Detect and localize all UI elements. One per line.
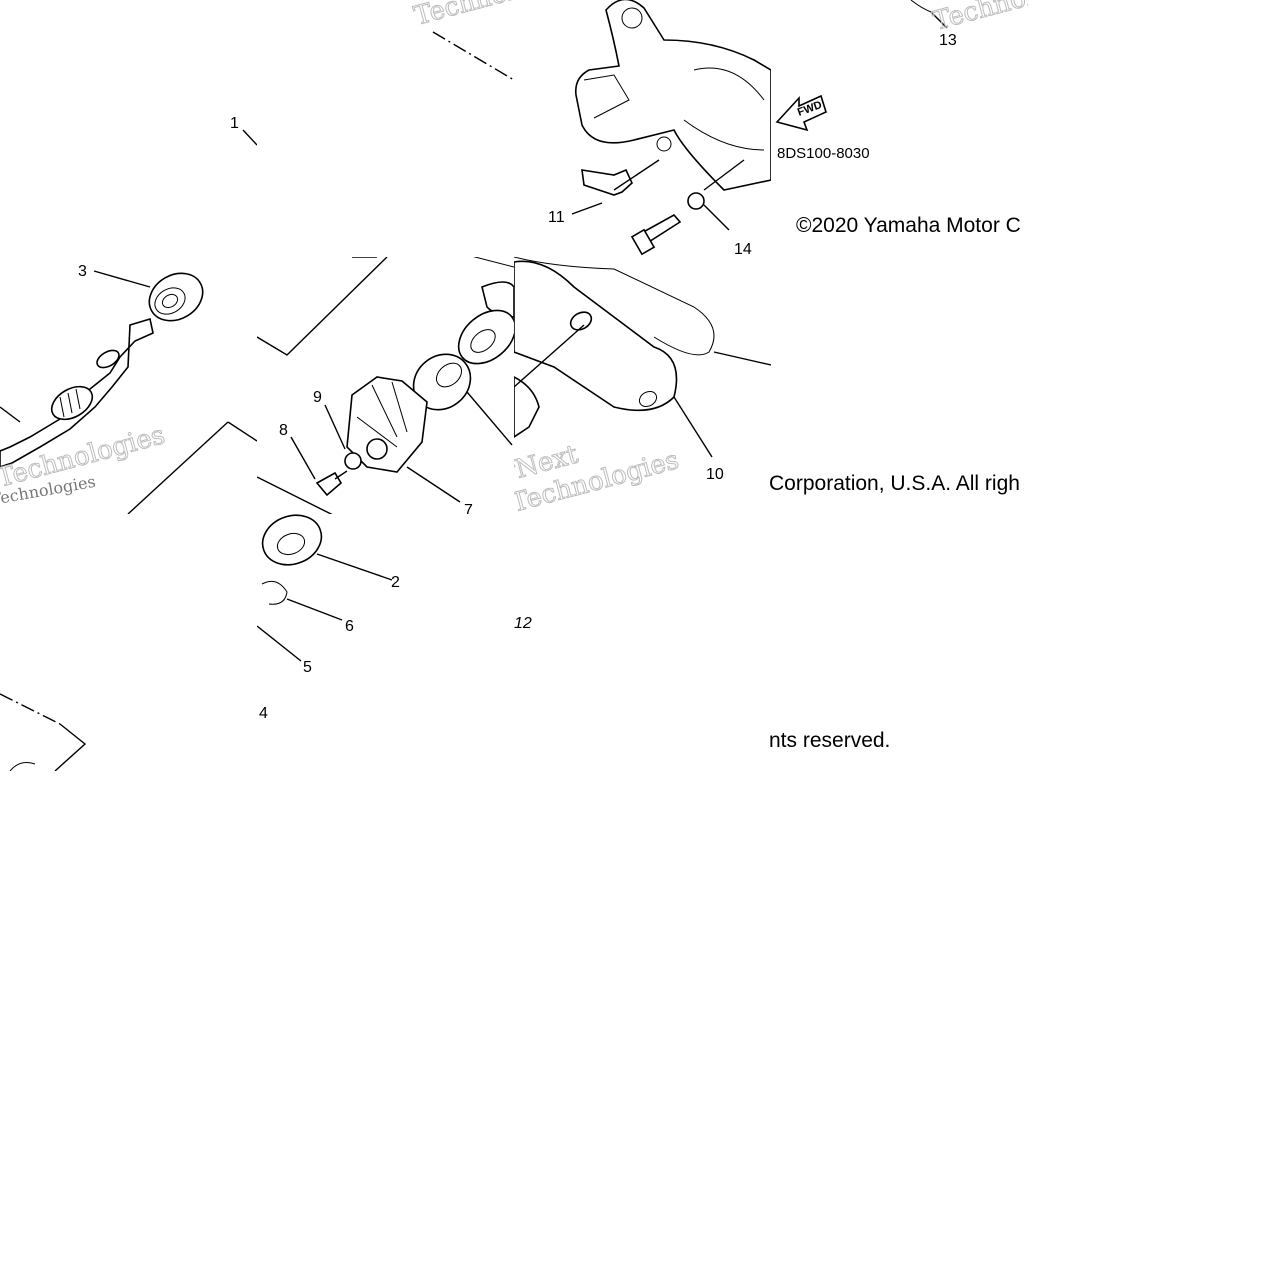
diagram-tile-impeller: 7 9 8 [257, 257, 514, 514]
callout-11: 11 [548, 209, 565, 226]
callout-4: 4 [259, 705, 268, 722]
copyright-line-2: Corporation, U.S.A. All righ [769, 472, 1020, 495]
callout-5: 5 [303, 659, 312, 676]
diagram-tile-fwd: FWD 8DS100-8030 13 Technologies [771, 0, 1028, 257]
callout-13: 13 [939, 32, 957, 49]
diagram-tile-shaft: 3 Technologies Technologies [0, 257, 257, 514]
callout-6: 6 [345, 618, 354, 635]
callout-9: 9 [313, 389, 322, 406]
callout-3: 3 [78, 263, 87, 280]
diagram-tile-lower: 12 [514, 514, 771, 771]
callout-10: 10 [706, 466, 724, 483]
diagram-tile-cover: 10 vNext Technologies [514, 257, 771, 514]
diagram-tile-pump-housing: 11 14 [514, 0, 771, 257]
diagram-tile-b: Technologies [257, 0, 514, 257]
callout-1: 1 [230, 115, 239, 132]
diagram-tile-bracket [0, 514, 257, 771]
callout-7: 7 [464, 502, 473, 514]
watermark-technologies-2: Technologies [930, 0, 1028, 37]
diagram-tile-a: 1 [0, 0, 257, 257]
callout-2: 2 [391, 574, 400, 591]
diagram-tile-bearing: 2 6 5 4 [257, 514, 514, 771]
callout-8: 8 [279, 422, 288, 439]
callout-14: 14 [734, 241, 752, 257]
copyright-line-3: nts reserved. [769, 729, 891, 752]
part-code: 8DS100-8030 [777, 145, 870, 162]
copyright-line-1: ©2020 Yamaha Motor C [796, 214, 1021, 237]
watermark-technologies: Technologies [411, 0, 514, 32]
callout-12: 12 [514, 615, 532, 632]
